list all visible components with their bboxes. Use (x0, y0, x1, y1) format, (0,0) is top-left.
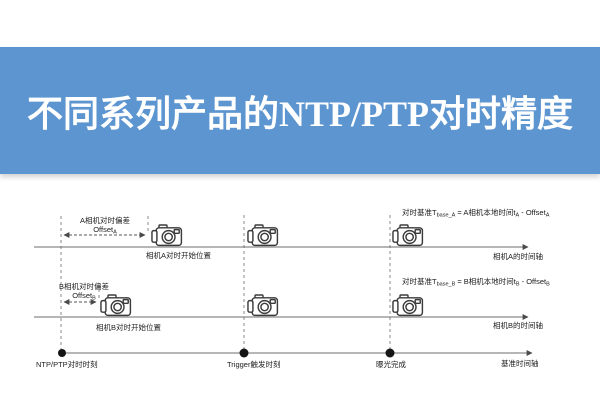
camera-icon (392, 294, 424, 317)
title-banner: 不同系列产品的NTP/PTP对时精度 (0, 47, 600, 174)
reference-axis-label: 基准时间轴 (501, 359, 539, 368)
page-title: 不同系列产品的NTP/PTP对时精度 (27, 93, 573, 134)
camera-a-start-label: 相机A对时开始位置 (146, 251, 212, 260)
exposure-dot (385, 348, 395, 358)
camera-a-formula: 对时基准Tbase_A = A相机本地时间tA - OffsetA (402, 208, 550, 219)
exposure-done-label: 曝光完成 (376, 360, 406, 369)
ntp-dot (58, 349, 66, 357)
camera-b-formula: 对时基准Tbase_B = B相机本地时间tB - OffsetB (402, 277, 550, 288)
camera-b-offset-label: B相机对时偏差 OffsetB (58, 282, 109, 302)
camera-b-axis-label: 相机B的时间轴 (493, 321, 544, 330)
camera-icon (151, 224, 183, 247)
camera-icon (247, 224, 279, 247)
camera-icon (392, 224, 424, 247)
camera-icon (247, 294, 279, 317)
trigger-dot (239, 348, 249, 358)
ntp-moment-label: NTP/PTP对时时刻 (36, 360, 98, 369)
camera-b-start-label: 相机B对时开始位置 (96, 323, 162, 332)
trigger-moment-label: Trigger触发时刻 (227, 360, 281, 369)
camera-a-offset-label: A相机对时偏差 OffsetA (79, 216, 130, 236)
camera-a-axis-label: 相机A的时间轴 (493, 252, 544, 261)
